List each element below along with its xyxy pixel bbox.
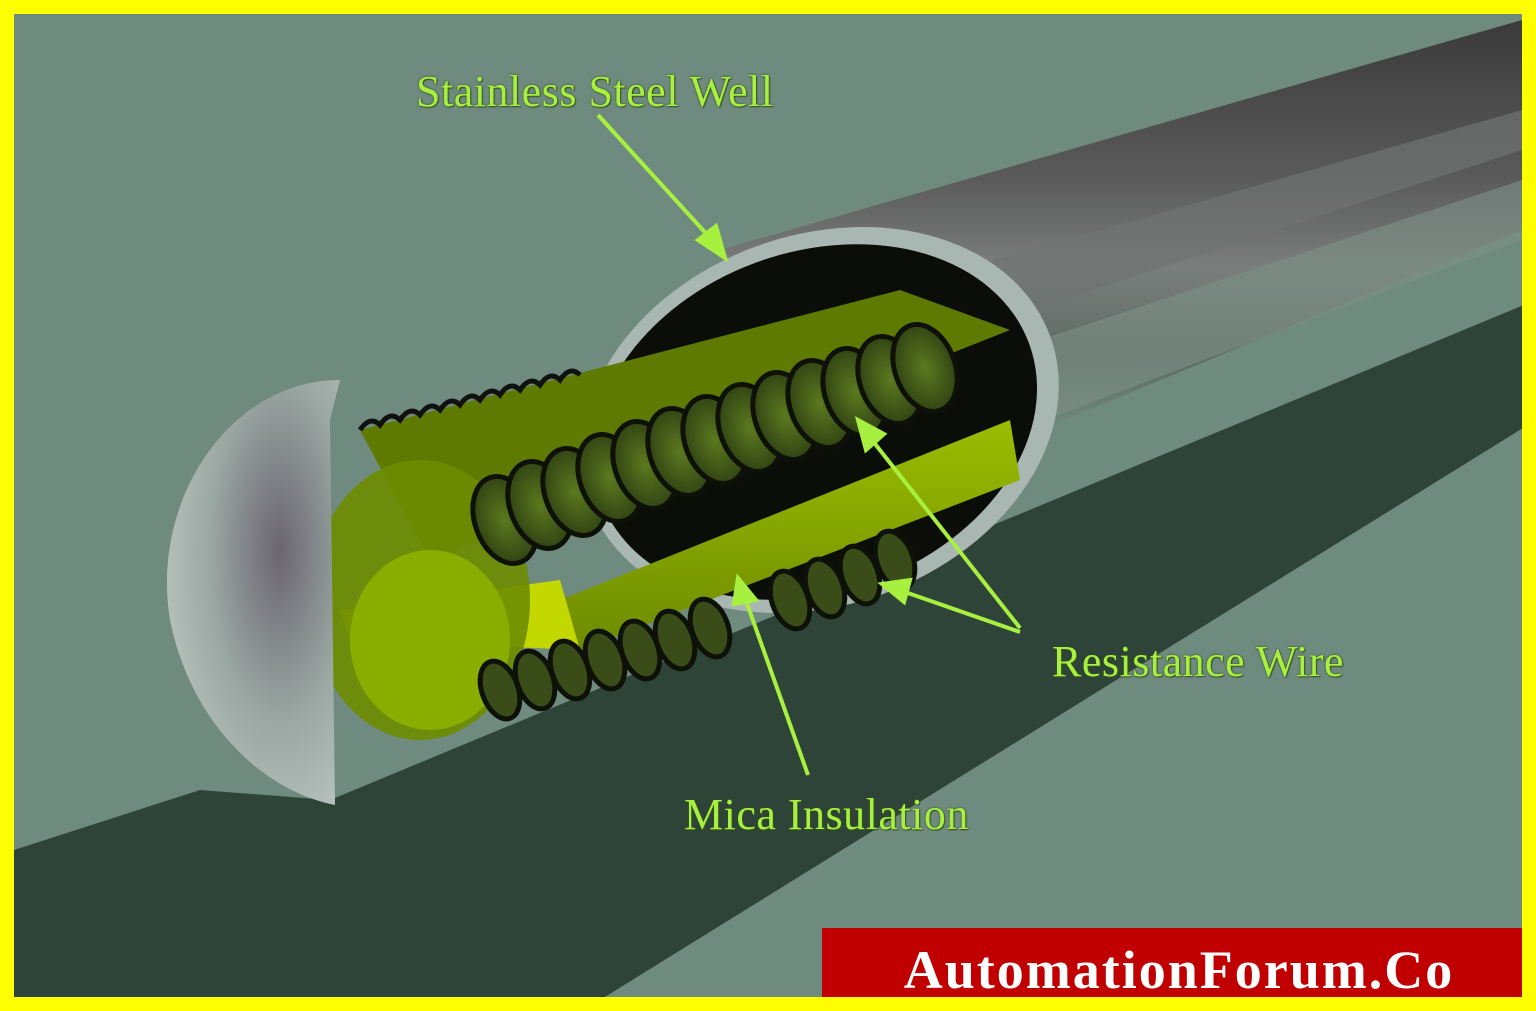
label-mica-insulation: Mica Insulation xyxy=(684,790,969,839)
watermark-banner: AutomationForum.Co xyxy=(822,928,1522,1000)
label-stainless-steel-well: Stainless Steel Well xyxy=(416,67,774,116)
watermark-text: AutomationForum.Co xyxy=(903,940,1455,1000)
label-resistance-wire: Resistance Wire xyxy=(1052,637,1345,686)
